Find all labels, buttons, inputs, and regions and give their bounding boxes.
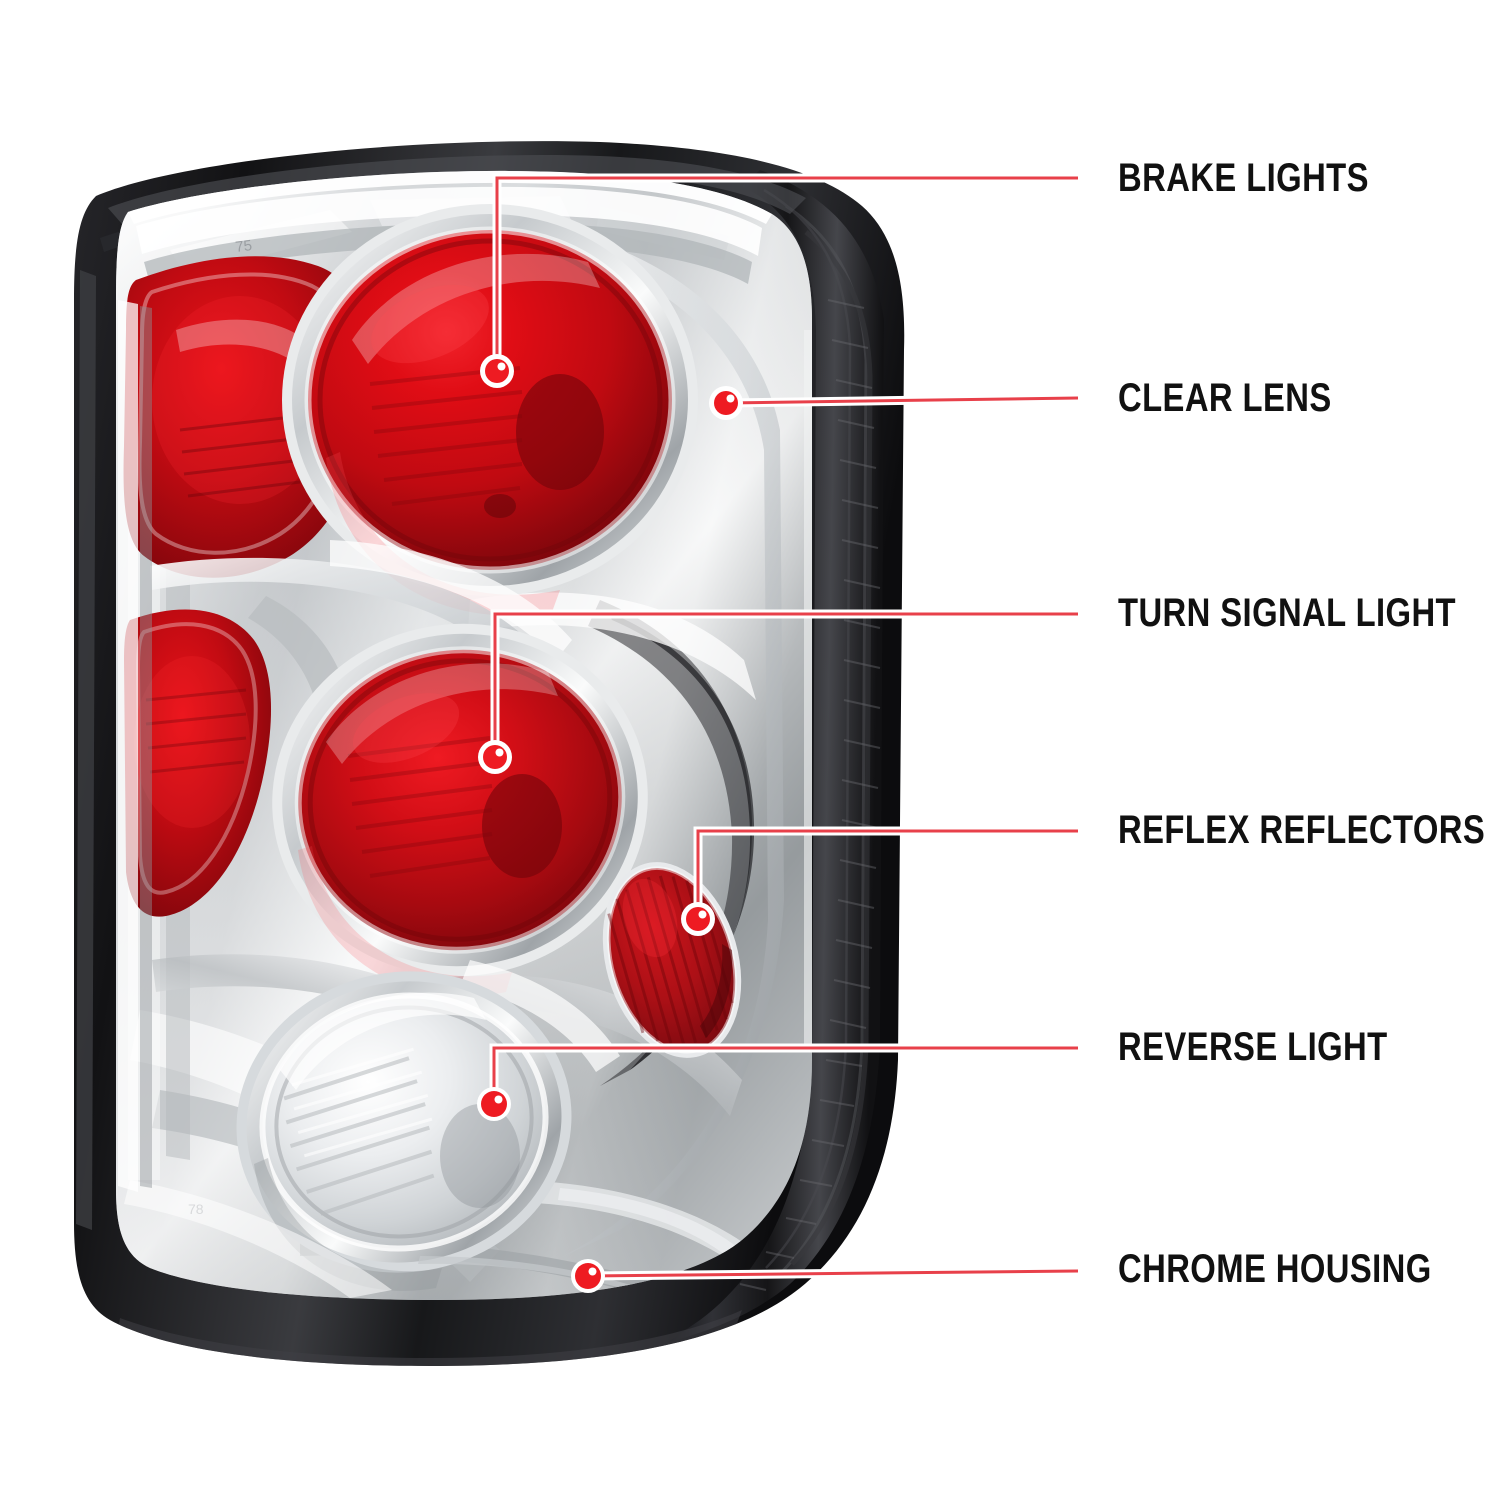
callout-label-chrome-housing: CHROME HOUSING — [1118, 1247, 1432, 1291]
callout-turn-signal-light — [478, 609, 1078, 774]
chrome-body: 75 75 78 — [116, 170, 812, 1300]
callout-label-brake-lights: BRAKE LIGHTS — [1118, 156, 1369, 200]
callout-marker-dot — [481, 1091, 507, 1117]
reverse-lens — [236, 971, 572, 1291]
callout-chrome-housing — [571, 1259, 1079, 1293]
callout-marker-highlight — [494, 1095, 503, 1104]
turn-lens-side — [124, 609, 272, 917]
callout-marker-dot — [714, 391, 738, 415]
turn-lens — [272, 623, 648, 997]
callout-marker-highlight — [495, 748, 504, 757]
callout-layer — [477, 173, 1079, 1293]
callout-clear-lens — [709, 386, 1079, 420]
callout-label-clear-lens: CLEAR LENS — [1118, 376, 1332, 420]
callout-marker-dot — [575, 1263, 601, 1289]
brake-lens-upper — [282, 204, 698, 616]
callout-marker-highlight — [698, 910, 707, 919]
leader-line — [587, 1269, 1079, 1278]
leader-line — [492, 1046, 1078, 1104]
callout-label-reverse-light: REVERSE LIGHT — [1118, 1025, 1388, 1069]
callout-brake-lights — [480, 173, 1078, 388]
callout-label-turn-signal-light: TURN SIGNAL LIGHT — [1118, 591, 1457, 635]
callout-marker-highlight — [497, 362, 506, 371]
svg-text:75: 75 — [234, 237, 253, 256]
leader-line — [493, 612, 1078, 757]
leader-line — [696, 829, 1078, 919]
callout-marker-dot — [485, 359, 509, 383]
callout-marker-highlight — [588, 1267, 597, 1276]
callout-marker-highlight — [726, 394, 735, 403]
leader-line — [495, 176, 1078, 371]
leader-line — [725, 396, 1079, 405]
callout-marker-dot — [483, 745, 507, 769]
callout-reverse-light — [477, 1043, 1078, 1121]
callout-reflex-reflectors — [681, 826, 1078, 936]
callout-label-reflex-reflectors: REFLEX REFLECTORS — [1118, 808, 1486, 852]
callout-marker-dot — [686, 907, 710, 931]
